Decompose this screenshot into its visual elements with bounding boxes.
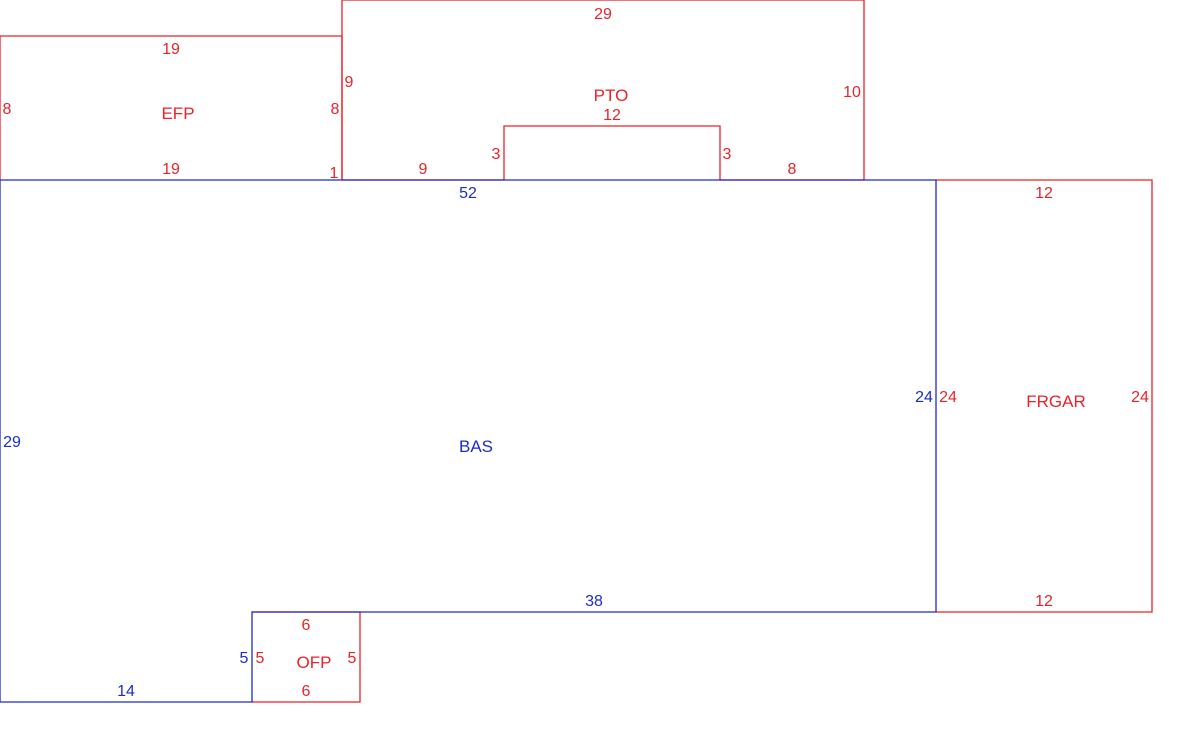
pto-label: PTO	[594, 86, 629, 105]
bas-outline	[0, 179, 937, 703]
bas-dim-bottom-left: 14	[117, 683, 135, 700]
bas-dim-right: 24	[915, 389, 933, 406]
efp-dim-left: 8	[3, 101, 12, 118]
pto-dim-left: 9	[345, 74, 354, 91]
pto-dim-top: 29	[594, 6, 612, 23]
efp-label: EFP	[161, 104, 194, 123]
pto-dim-bottom-left: 9	[419, 161, 428, 178]
frgar-dim-right: 24	[1131, 389, 1149, 406]
ofp-dim-bottom: 6	[302, 683, 311, 700]
ofp-dim-left: 5	[256, 650, 265, 667]
area-ofp: OFP 6 6 5 5	[252, 611, 361, 703]
frgar-dim-bottom: 12	[1035, 593, 1053, 610]
frgar-dim-left: 24	[939, 389, 957, 406]
pto-dim-notch-left: 3	[492, 146, 501, 163]
bas-label: BAS	[459, 437, 493, 456]
efp-dim-bottom: 19	[162, 161, 180, 178]
frgar-outline	[936, 179, 1153, 613]
bas-dim-bottom-right: 38	[585, 593, 603, 610]
pto-dim-bottom-right: 8	[788, 161, 797, 178]
bas-dim-left: 29	[3, 434, 21, 451]
ofp-dim-right: 5	[348, 650, 357, 667]
area-frgar: FRGAR 12 12 24 24	[936, 179, 1153, 613]
ofp-label: OFP	[297, 653, 332, 672]
area-pto: PTO 29 9 10 1 9 3 12 3 8	[330, 0, 865, 182]
efp-dim-top: 19	[162, 41, 180, 58]
pto-dim-notch-top: 12	[603, 107, 621, 124]
pto-dim-notch-right: 3	[723, 146, 732, 163]
efp-dim-right: 8	[331, 101, 340, 118]
pto-dim-step-small: 1	[330, 165, 339, 182]
area-bas: BAS 52 29 24 38 5 14	[0, 179, 937, 703]
bas-dim-step: 5	[240, 650, 249, 667]
ofp-dim-top: 6	[302, 617, 311, 634]
frgar-label: FRGAR	[1026, 392, 1086, 411]
pto-dim-right: 10	[843, 84, 861, 101]
frgar-dim-top: 12	[1035, 185, 1053, 202]
area-efp: EFP 19 19 8 8	[0, 35, 343, 180]
bas-dim-top: 52	[459, 185, 477, 202]
